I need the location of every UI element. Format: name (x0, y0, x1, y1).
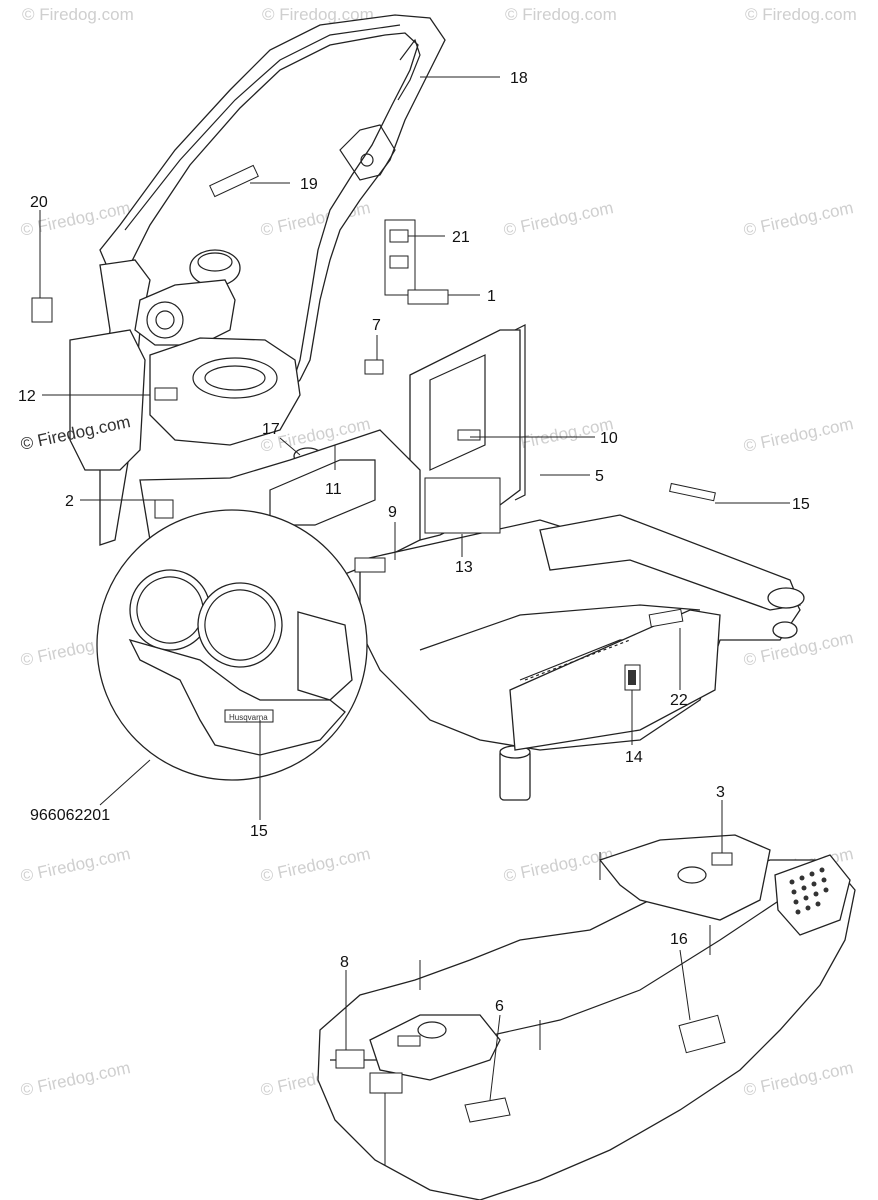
callout-18: 18 (510, 70, 528, 87)
callout-19: 19 (300, 176, 318, 193)
engine-top (134, 279, 236, 346)
decal-8 (335, 1049, 365, 1069)
watermark: © Firedog.com (259, 844, 372, 886)
callout-9: 9 (388, 504, 397, 521)
decal-19 (209, 164, 259, 198)
decal-1 (407, 289, 449, 305)
decal-20 (31, 297, 53, 323)
caster-mount (767, 587, 805, 609)
deck-top-plate-right (598, 834, 771, 921)
decal-3 (711, 852, 733, 866)
detail-base (128, 638, 346, 756)
watermark: © Firedog.com (19, 1058, 132, 1100)
callout-labels: 18 19 20 21 1 7 12 17 10 11 5 2 9 15 13 … (18, 70, 810, 1015)
mower-deck (317, 859, 856, 1200)
callout-6: 6 (495, 998, 504, 1015)
decal-2 (154, 499, 174, 519)
watermark: © Firedog.com (502, 198, 615, 240)
watermark: © Firedog.com (742, 198, 855, 240)
engine-block (149, 337, 301, 446)
watermark: © Firedog.com (22, 5, 134, 24)
detail-husqvarna-logo: Husqvarna (229, 713, 268, 722)
detail-bracket (297, 611, 353, 701)
foot-plate (509, 609, 721, 751)
detail-husqvarna-decal (224, 709, 274, 723)
callout-13: 13 (455, 559, 473, 576)
callout-3: 3 (716, 784, 725, 801)
callout-12: 12 (18, 388, 36, 405)
callout-5: 5 (595, 468, 604, 485)
deck-wheel-bracket (774, 854, 851, 936)
kit-part-number: 966062201 (30, 807, 110, 824)
callout-11: 11 (325, 481, 342, 498)
decal-7 (364, 359, 384, 375)
decal-16 (678, 1014, 726, 1054)
callout-1: 1 (487, 288, 496, 305)
callout-21: 21 (452, 229, 470, 246)
callout-20: 20 (30, 194, 48, 211)
watermark: © Firedog.com (262, 5, 374, 24)
watermark: © Firedog.com (742, 414, 855, 456)
deck-vent-holes (789, 867, 829, 915)
decal-group (31, 164, 501, 573)
mower-frame-assembly (31, 14, 805, 801)
handle-pivot-bracket (339, 124, 396, 181)
callout-2: 2 (65, 493, 74, 510)
watermark: © Firedog.com (19, 844, 132, 886)
callout-10: 10 (600, 430, 618, 447)
callout-14: 14 (625, 749, 643, 766)
watermark: © Firedog.com (742, 1058, 855, 1100)
watermark: © Firedog.com (745, 5, 857, 24)
callout-16: 16 (670, 931, 688, 948)
callout-7: 7 (372, 317, 381, 334)
callout-15-detail: 15 (250, 823, 268, 840)
watermark: © Firedog.com (505, 5, 617, 24)
decal-4 (369, 1072, 403, 1094)
detail-circle: Husqvarna (96, 509, 368, 781)
mower-deck-assembly (317, 834, 856, 1200)
watermark: © Firedog.com (502, 844, 615, 886)
callout-22: 22 (670, 692, 688, 709)
fuel-tank-left (69, 329, 146, 471)
callout-17: 17 (262, 421, 280, 438)
decal-6 (464, 1097, 511, 1123)
detail-clamp-left (129, 569, 211, 651)
decal-9 (354, 557, 386, 573)
detail-clamp-right (197, 582, 283, 668)
callout-15-upper: 15 (792, 496, 810, 513)
decal-13-instructions (424, 477, 501, 534)
leader-lines (39, 76, 790, 1165)
callout-8: 8 (340, 954, 349, 971)
deck-top-plate-left (369, 1014, 501, 1081)
